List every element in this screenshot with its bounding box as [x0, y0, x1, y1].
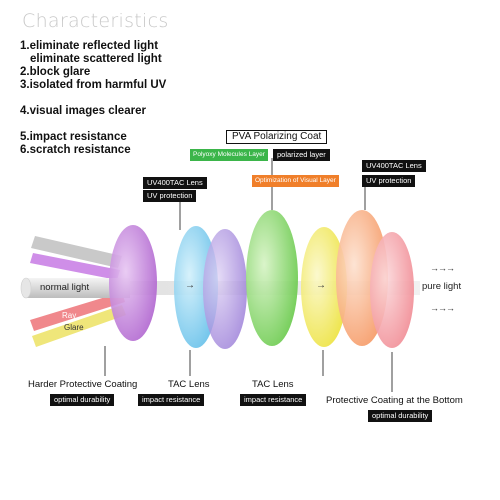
label-polyoxy-layer: Polyoxy Molecules Layer [190, 149, 268, 161]
label-uv400-left-title: UV400TAC Lens [143, 177, 207, 189]
label-pva-polarizing-coat: PVA Polarizing Coat [226, 130, 328, 144]
ray-red [30, 292, 125, 331]
ray-purple [30, 253, 120, 280]
label-harder-protective-coating: Harder Protective Coating [28, 379, 138, 390]
label-bottom-coating-sub: optimal durability [368, 410, 433, 422]
lens-bottom-coating [370, 232, 414, 348]
arrow-through-lens-2: → [316, 280, 326, 291]
arrows-out-bottom: →→→ [430, 303, 455, 313]
feature-item-6: 6.scratch resistance [20, 144, 131, 156]
ray-yellow [32, 305, 126, 347]
feature-item-2: 2.block glare [20, 66, 91, 78]
lens-harder-coating [109, 225, 157, 341]
label-glare: Glare [64, 323, 84, 332]
label-protective-coating-bottom: Protective Coating at the Bottom [326, 395, 463, 406]
lens-tac-violet [203, 229, 247, 349]
ray-gray [31, 236, 122, 268]
label-tac-lens-rear: TAC Lens [252, 379, 294, 390]
label-tac-front-sub: impact resistance [138, 394, 205, 406]
label-uv400-right-title: UV400TAC Lens [362, 160, 426, 172]
label-harder-coating-sub: optimal durability [50, 394, 115, 406]
page-title: Characteristics [22, 10, 169, 32]
lens-tac-rear [301, 227, 347, 347]
feature-item-3: 3.isolated from harmful UV [20, 79, 167, 91]
arrow-through-lens-1: → [185, 280, 195, 291]
label-uv400-right-sub: UV protection [362, 175, 416, 187]
beam-end-cap [20, 277, 32, 299]
normal-light-beam [26, 278, 130, 298]
label-polarized-layer: polarized layer [273, 149, 330, 161]
label-pure-light: pure light [422, 281, 462, 292]
label-ray: Ray [62, 311, 77, 320]
feature-item-5: 5.impact resistance [20, 131, 127, 143]
label-normal-light: normal light [40, 282, 90, 293]
feature-item-1b: eliminate scattered light [30, 53, 162, 65]
label-tac-rear-sub: impact resistance [240, 394, 307, 406]
feature-item-1: 1.eliminate reflected light [20, 40, 159, 52]
label-tac-lens-front: TAC Lens [168, 379, 210, 390]
label-uv400-left-sub: UV protection [143, 190, 197, 202]
label-optimization-visual-layer: Optimization of Visual Layer [252, 175, 339, 187]
arrows-out-top: →→→ [430, 263, 455, 273]
feature-item-4: 4.visual images clearer [20, 105, 146, 117]
lens-pva-polarizing [246, 210, 298, 346]
